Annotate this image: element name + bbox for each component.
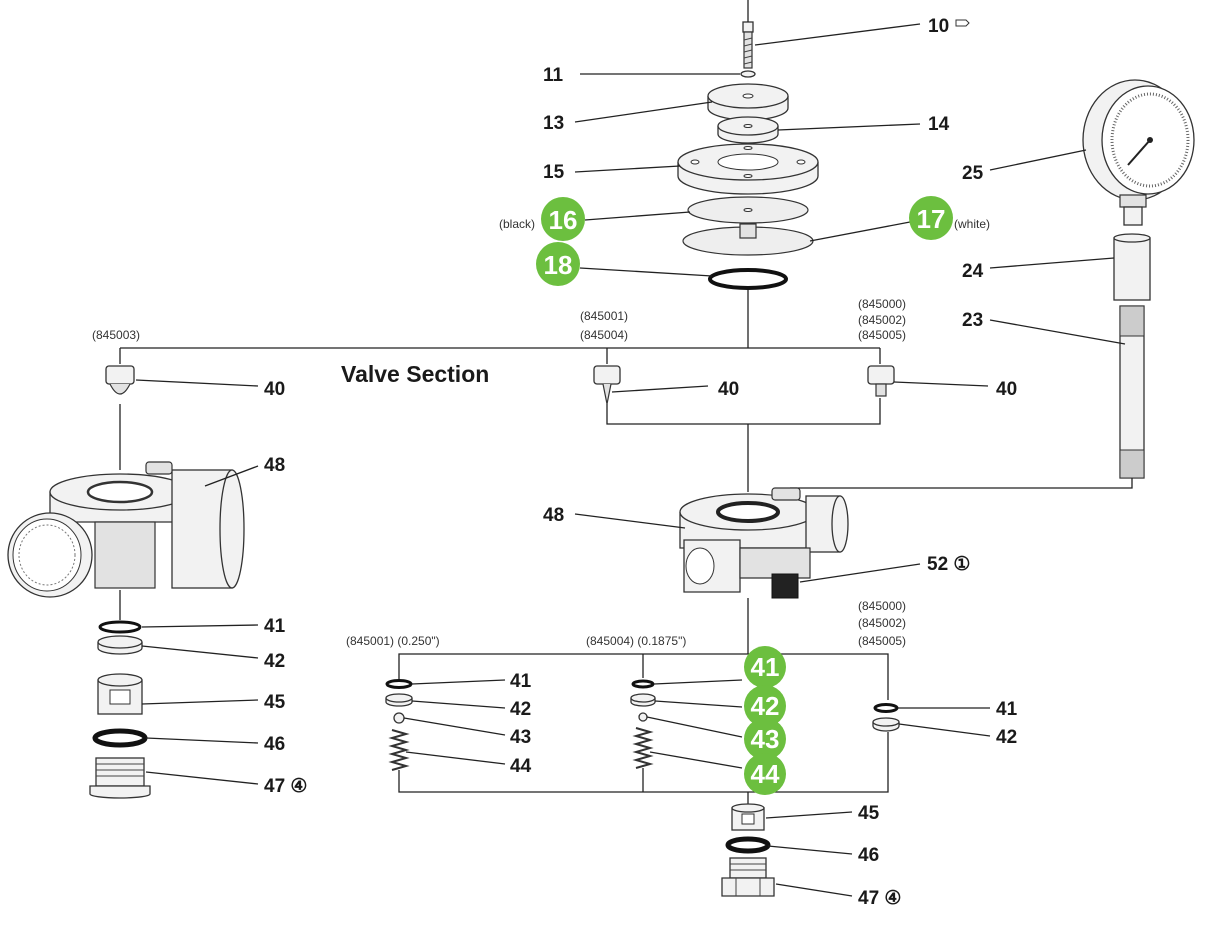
oring-41-a — [385, 679, 413, 689]
badge-42: 42 — [744, 685, 786, 727]
label-23: 23 — [962, 310, 983, 331]
note-white: (white) — [954, 217, 990, 231]
oring-46-left — [92, 728, 148, 748]
svg-text:42: 42 — [751, 691, 780, 721]
badge-16: 16 — [541, 197, 585, 241]
seat-40-right — [867, 365, 895, 397]
pressure-gauge-icon — [1082, 79, 1195, 201]
seat-42-c — [872, 717, 900, 732]
label-42-a: 42 — [510, 699, 531, 720]
label-40-mid: 40 — [718, 379, 739, 400]
label-48-left: 48 — [264, 455, 285, 476]
note-bot-mid-model: (845004) (0.1875") — [586, 634, 686, 648]
label-14: 14 — [928, 114, 950, 135]
label-25: 25 — [962, 163, 984, 184]
cap-13 — [707, 83, 789, 121]
washer-11 — [740, 70, 756, 78]
label-41-a: 41 — [510, 671, 532, 692]
label-44-a: 44 — [510, 756, 532, 777]
label-24: 24 — [962, 261, 984, 282]
gauge-stem — [1119, 194, 1147, 226]
label-46-left: 46 — [264, 734, 285, 755]
screw-10 — [742, 21, 754, 69]
cage-45-bottom — [731, 803, 765, 831]
plug-47-left — [89, 757, 151, 799]
svg-text:44: 44 — [751, 759, 780, 789]
seat-42-b — [630, 693, 656, 707]
note-bot-right-model-2: (845002) — [858, 616, 906, 630]
badge-17: 17 — [909, 196, 953, 240]
spring-44-a — [388, 729, 410, 771]
label-46-bottom: 46 — [858, 845, 879, 866]
oring-41-left — [98, 620, 142, 634]
oring-41-b — [631, 679, 655, 689]
label-15: 15 — [543, 162, 565, 183]
label-45-left: 45 — [264, 692, 286, 713]
note-bot-right-model-3: (845005) — [858, 634, 906, 648]
svg-text:18: 18 — [544, 250, 573, 280]
label-43-a: 43 — [510, 727, 531, 748]
label-48-center: 48 — [543, 505, 564, 526]
note-bot-right-model-1: (845000) — [858, 599, 906, 613]
flange-15 — [677, 143, 819, 195]
hand-pointer-icon — [955, 19, 970, 27]
label-42-left: 42 — [264, 651, 285, 672]
note-black: (black) — [499, 217, 535, 231]
note-top-mid-model-2: (845004) — [580, 328, 628, 342]
valve-body-48-left — [7, 461, 245, 598]
badge-41: 41 — [744, 646, 786, 688]
section-title: Valve Section — [341, 361, 489, 387]
note-bot-left-model: (845001) (0.250") — [346, 634, 440, 648]
svg-text:17: 17 — [917, 204, 946, 234]
note-top-left-model: (845003) — [92, 328, 140, 342]
seat-40-left — [105, 365, 135, 395]
diaphragm-16 — [687, 196, 809, 224]
cage-45-left — [97, 673, 143, 715]
label-45-bottom: 45 — [858, 803, 880, 824]
note-top-right-model-1: (845000) — [858, 297, 906, 311]
valve-body-48-center — [679, 487, 849, 599]
ball-43-b — [638, 712, 648, 722]
label-52: 52 ① — [927, 554, 970, 575]
label-41-left: 41 — [264, 616, 286, 637]
ball-43-a — [393, 712, 405, 724]
spring-44-b — [632, 727, 654, 769]
badge-43: 43 — [744, 718, 786, 760]
nipple-23 — [1119, 305, 1145, 479]
label-41-c: 41 — [996, 699, 1018, 720]
label-11: 11 — [543, 65, 564, 86]
coupling-24 — [1113, 233, 1151, 301]
seat-42-a — [385, 693, 413, 707]
label-10: 10 — [928, 16, 949, 37]
diaphragm-17 — [682, 223, 814, 256]
svg-text:16: 16 — [549, 205, 578, 235]
label-42-c: 42 — [996, 727, 1017, 748]
badge-44: 44 — [744, 753, 786, 795]
label-13: 13 — [543, 113, 564, 134]
oring-41-c — [873, 703, 899, 713]
label-47-left: 47 ④ — [264, 776, 307, 797]
label-47-bottom: 47 ④ — [858, 888, 901, 909]
oring-18 — [708, 268, 788, 290]
label-40-right: 40 — [996, 379, 1017, 400]
disc-14 — [717, 116, 779, 144]
svg-text:43: 43 — [751, 724, 780, 754]
oring-46-bottom — [725, 836, 771, 854]
plug-47-bottom — [721, 857, 775, 897]
seat-40-mid — [593, 365, 621, 405]
note-top-mid-model-1: (845001) — [580, 309, 628, 323]
svg-text:41: 41 — [751, 652, 780, 682]
label-40-left: 40 — [264, 379, 285, 400]
badge-18: 18 — [536, 242, 580, 286]
note-top-right-model-2: (845002) — [858, 313, 906, 327]
seat-42-left — [97, 635, 143, 655]
note-top-right-model-3: (845005) — [858, 328, 906, 342]
